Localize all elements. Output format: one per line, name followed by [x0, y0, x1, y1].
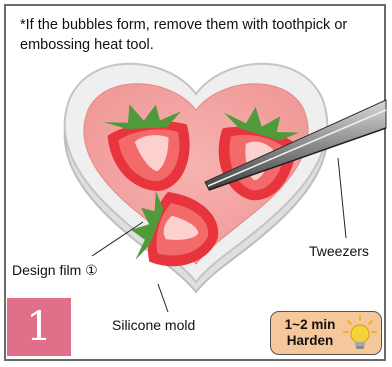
- silicone-mold-leader: [158, 284, 168, 312]
- tweezers-label: Tweezers: [309, 243, 369, 259]
- tweezers-leader: [338, 158, 346, 238]
- harden-text: 1~2 min Harden: [279, 317, 341, 349]
- harden-time-box: 1~2 min Harden: [270, 311, 382, 355]
- step-number-badge: 1: [7, 298, 71, 356]
- design-film-label: Design film ①: [12, 262, 98, 279]
- light-bulb-icon: [343, 315, 377, 353]
- silicone-mold-label: Silicone mold: [112, 317, 195, 333]
- harden-action: Harden: [279, 333, 341, 349]
- harden-duration: 1~2 min: [279, 317, 341, 333]
